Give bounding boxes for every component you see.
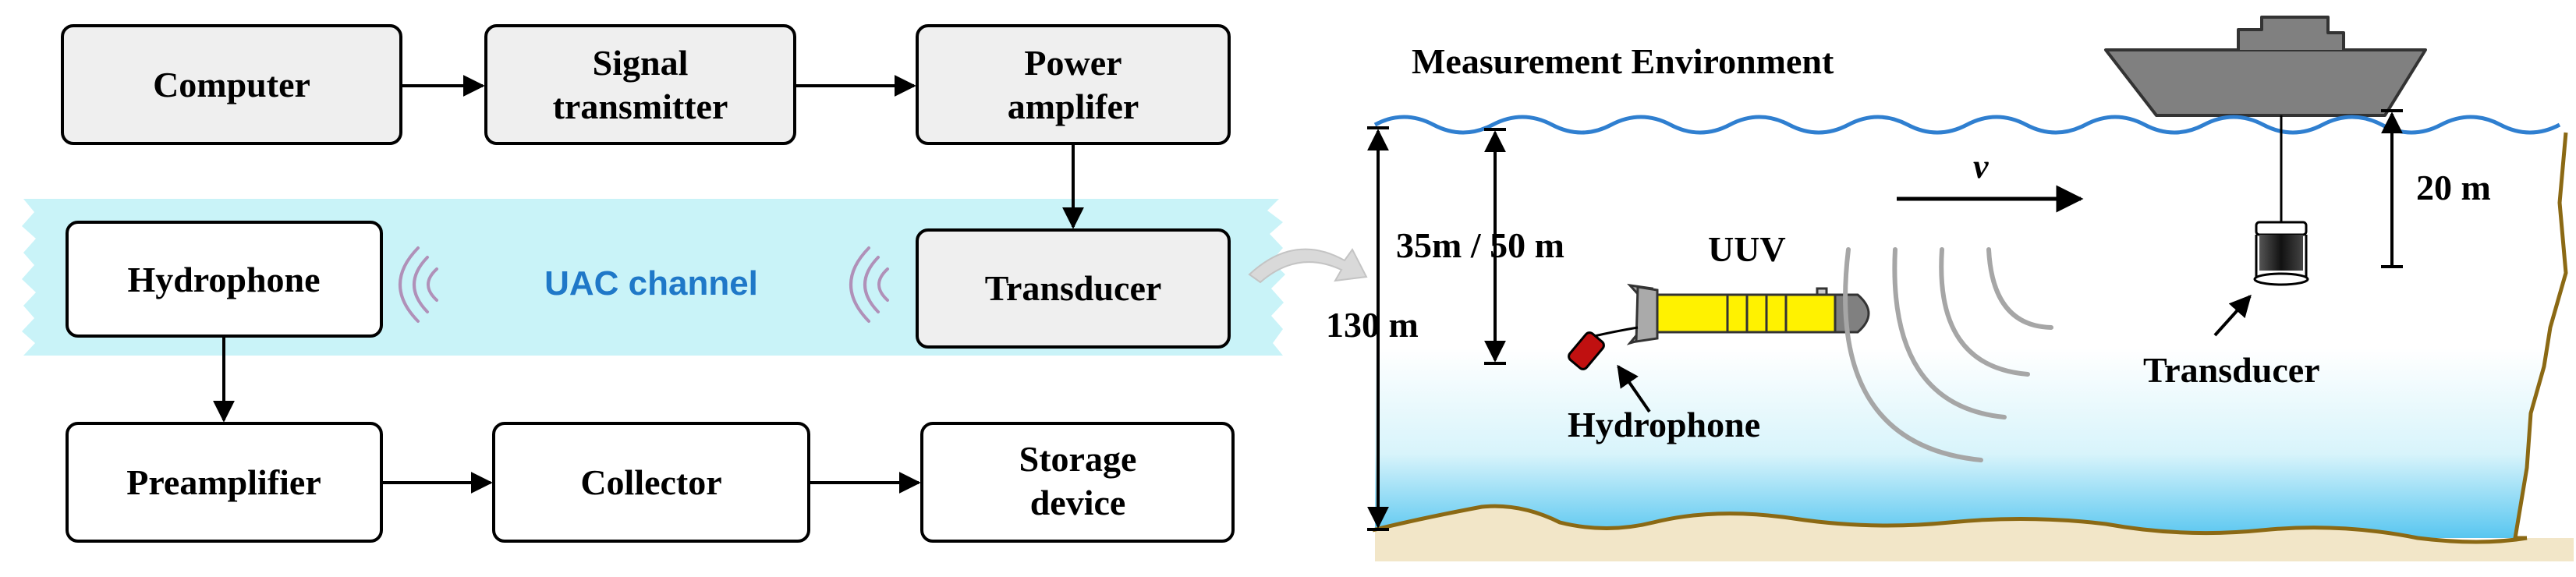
environment-title: Measurement Environment: [1412, 41, 1834, 81]
transducer-device-icon: [2253, 221, 2309, 286]
transducer-env-label: Transducer: [2143, 350, 2320, 390]
shore-line: [2513, 132, 2568, 540]
power-amplifier-block: Power amplifer: [916, 24, 1231, 145]
transition-arrow-icon: [1248, 248, 1368, 284]
uuv-icon: [1626, 283, 1870, 345]
signal-transmitter-label-line2: transmitter: [553, 87, 728, 126]
signal-transmitter-label-line1: Signal: [593, 43, 689, 83]
depth-uuv-label: 35m / 50 m: [1396, 225, 1564, 265]
sea-body: [1375, 117, 2566, 538]
uuv-label: UUV: [1708, 229, 1786, 269]
collector-block: Collector: [492, 422, 810, 543]
preamplifier-label: Preamplifier: [126, 462, 321, 502]
transducer-block-label: Transducer: [985, 268, 1162, 308]
storage-device-label-line2: device: [1030, 483, 1126, 522]
storage-device-block: Storage device: [920, 422, 1235, 543]
transducer-pointer: [2213, 294, 2252, 337]
transducer-block: Transducer: [916, 228, 1231, 349]
hydrophone-env-label: Hydrophone: [1568, 405, 1760, 444]
power-amplifier-label-line2: amplifer: [1008, 87, 1139, 126]
hydrophone-device-icon: [1568, 331, 1605, 370]
ship-icon: [2104, 16, 2427, 117]
hydrophone-block: Hydrophone: [66, 221, 383, 338]
signal-wave-icon-left: [399, 246, 438, 323]
power-amplifier-label-line1: Power: [1024, 43, 1121, 83]
depth-20-marker: [2381, 109, 2403, 268]
computer-block: Computer: [61, 24, 402, 145]
collector-label: Collector: [580, 462, 721, 502]
depth-130-marker: [1367, 126, 1389, 531]
sand-bottom: [1375, 506, 2574, 561]
acoustic-wave-icon: [1843, 247, 2053, 462]
depth-uuv-marker: [1484, 128, 1506, 365]
hydrophone-pointer: [1617, 364, 1651, 413]
computer-label: Computer: [153, 65, 310, 104]
velocity-label: v: [1973, 147, 1989, 186]
preamplifier-block: Preamplifier: [66, 422, 383, 543]
signal-transmitter-block: Signal transmitter: [484, 24, 796, 145]
water-surface-wave: [1373, 115, 2561, 135]
signal-wave-icon-right: [849, 246, 889, 323]
seabed-line: [1372, 504, 2528, 544]
depth-20-label: 20 m: [2416, 168, 2491, 207]
depth-130-label: 130 m: [1326, 305, 1419, 345]
hydrophone-block-label: Hydrophone: [127, 260, 320, 299]
uac-channel-label: UAC channel: [544, 264, 758, 303]
storage-device-label-line1: Storage: [1019, 439, 1137, 479]
